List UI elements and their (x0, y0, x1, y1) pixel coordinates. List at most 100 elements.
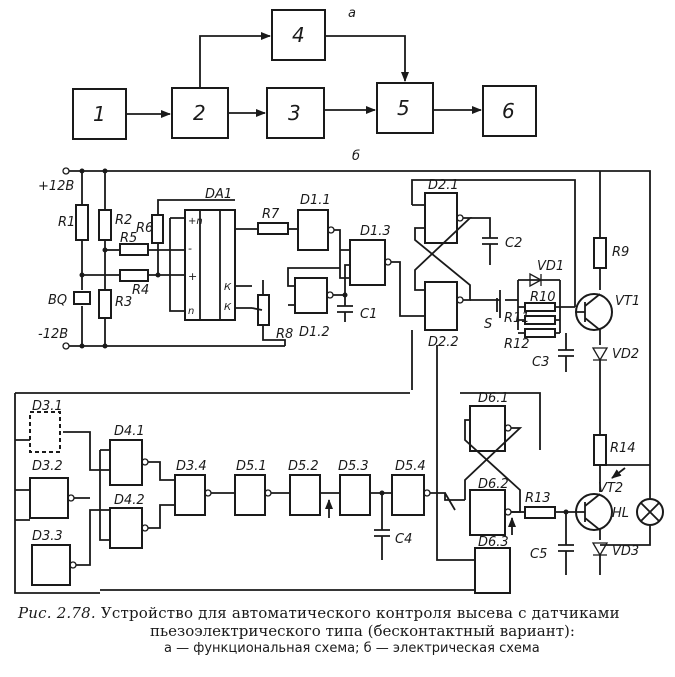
block-6 (482, 85, 537, 137)
C2 (470, 217, 498, 265)
caption-line-3: а — функциональная схема; б — электричес… (164, 641, 540, 656)
block-1-label: 1 (93, 102, 106, 126)
label-D6.2: D6.2 (478, 477, 509, 492)
label-VD1: VD1 (537, 259, 564, 274)
label-D1.2: D1.2 (299, 325, 330, 340)
caption-prefix: Рис. 2.78. (18, 604, 96, 622)
part-label-b: б (352, 149, 360, 164)
block-2 (171, 87, 229, 139)
label-D5.4: D5.4 (395, 459, 426, 474)
label-D5.1: D5.1 (236, 459, 267, 474)
label-D3.4: D3.4 (176, 459, 207, 474)
svg-text:К: К (224, 282, 232, 293)
label-D3.1: D3.1 (32, 399, 63, 414)
gate-D5.4 (391, 474, 425, 516)
label-VD2: VD2 (612, 347, 639, 362)
gate-D4.1 (109, 439, 143, 486)
terminal-minus (62, 342, 70, 350)
svg-text:n: n (188, 306, 194, 317)
label-D4.1: D4.1 (114, 424, 145, 439)
switch-S (470, 290, 501, 318)
R3 (98, 289, 112, 319)
caption-title: Устройство для автоматического контроля … (100, 604, 620, 622)
label-D6.1: D6.1 (478, 391, 509, 406)
R7 (257, 222, 289, 235)
gate-D1.3 (349, 239, 386, 286)
label-S: S (484, 317, 492, 332)
gate-D6.2 (469, 489, 506, 536)
gate-D4.2 (109, 507, 143, 549)
label-minus12: -12В (38, 327, 68, 342)
label-C3: C3 (532, 355, 549, 370)
gate-D2.2 (424, 281, 458, 331)
rail-plus (69, 170, 651, 500)
label-D5.2: D5.2 (288, 459, 319, 474)
label-C1: C1 (360, 307, 377, 322)
label-R4: R4 (132, 283, 149, 298)
label-C4: C4 (395, 532, 412, 547)
label-HL: HL (612, 506, 629, 521)
svg-text:-: - (188, 242, 192, 255)
label-D6.3: D6.3 (478, 535, 509, 550)
R13 (524, 506, 556, 519)
label-plus12: +12В (38, 179, 74, 194)
block-4-label: 4 (292, 23, 305, 47)
label-R2: R2 (115, 213, 132, 228)
svg-text:К: К (224, 302, 232, 313)
block-5-label: 5 (397, 96, 410, 120)
label-D4.2: D4.2 (114, 493, 145, 508)
label-R11: R11 (504, 311, 530, 326)
gate-D3.1 (29, 411, 61, 453)
block-2-label: 2 (193, 101, 206, 125)
block-4 (271, 9, 326, 61)
label-VD3: VD3 (612, 544, 639, 559)
R12 (524, 328, 556, 338)
R1 (75, 204, 89, 241)
caption-line-2: пьезоэлектрического типа (бесконтактный … (150, 622, 575, 640)
C4 (374, 493, 390, 560)
arrow-4-5 (325, 35, 409, 82)
label-C5: C5 (530, 547, 547, 562)
block-3 (266, 87, 325, 139)
functional-diagram: а 1 2 3 4 5 6 (72, 6, 537, 140)
svg-text:+: + (188, 270, 197, 283)
label-DA1: DA1 (205, 187, 232, 202)
gate-D6.1 (469, 405, 506, 452)
label-R1: R1 (58, 215, 75, 230)
label-R3: R3 (115, 295, 132, 310)
block-6-label: 6 (502, 99, 515, 123)
label-D3.2: D3.2 (32, 459, 63, 474)
electrical-diagram: б +12В -12В R1 ВQ R2 R3 R5 R4 (14, 149, 664, 594)
C1 (337, 295, 353, 322)
label-VT2: VT2 (598, 481, 623, 496)
gate-D5.2 (289, 474, 321, 516)
block-1 (72, 88, 127, 140)
R2 (98, 209, 112, 241)
gate-D2.1 (424, 192, 458, 244)
label-D2.1: D2.1 (428, 178, 459, 193)
sensor-BQ (73, 291, 91, 305)
opamp-DA1 (184, 209, 236, 321)
label-D1.3: D1.3 (360, 224, 391, 239)
R9 (593, 237, 607, 269)
gate-D1.2 (294, 277, 328, 314)
diode-VD2 (591, 347, 609, 362)
label-R14: R14 (610, 441, 636, 456)
svg-text:+n: +n (188, 216, 203, 227)
label-C2: C2 (505, 236, 522, 251)
block-5 (376, 82, 434, 134)
part-label-a: а (348, 6, 356, 21)
label-R7: R7 (262, 207, 280, 222)
label-R6: R6 (136, 221, 153, 236)
label-D3.3: D3.3 (32, 529, 63, 544)
R6 (151, 214, 164, 244)
diode-VD1 (529, 272, 543, 288)
R14 (593, 434, 607, 466)
label-R9: R9 (612, 245, 629, 260)
label-D5.3: D5.3 (338, 459, 369, 474)
label-R8: R8 (276, 327, 293, 342)
arrow-2-4 (199, 32, 271, 88)
label-VT1: VT1 (615, 294, 640, 309)
terminal-plus (62, 167, 70, 175)
